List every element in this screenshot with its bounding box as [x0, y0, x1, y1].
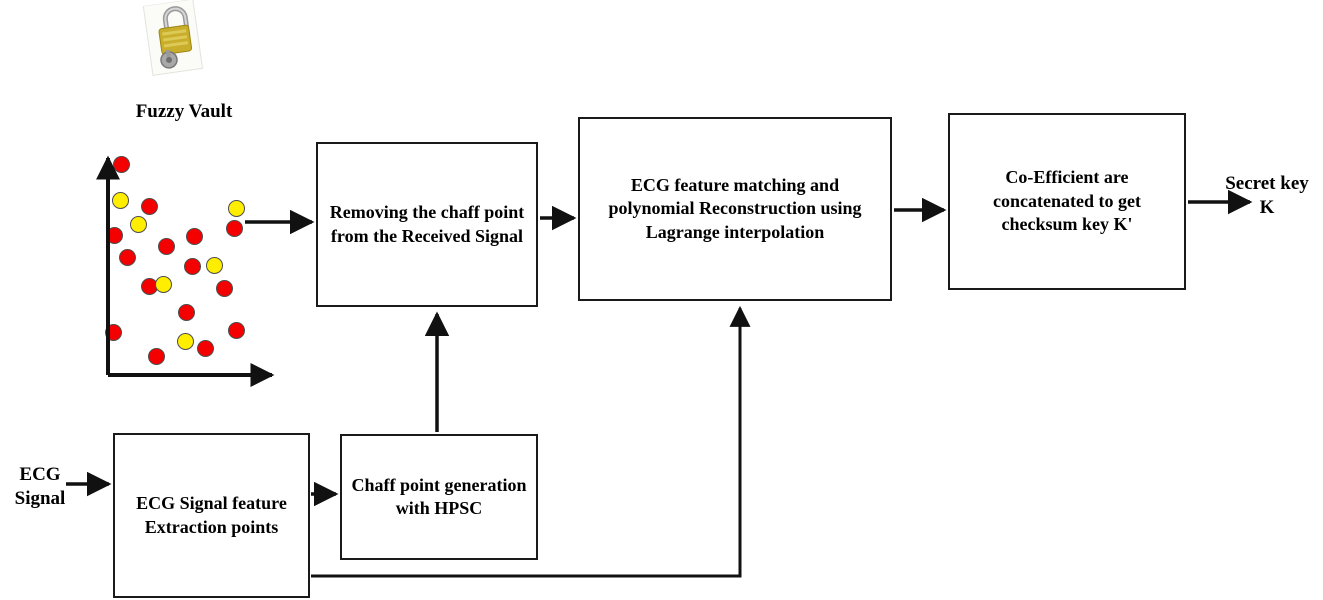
secret-key-output-label: Secret key K	[1225, 173, 1309, 219]
genuine-point-dot	[140, 197, 158, 215]
genuine-point-dot	[196, 339, 214, 357]
genuine-point-dot	[185, 227, 203, 245]
box-chaff-generation[interactable]: Chaff point generation with HPSC	[340, 434, 538, 560]
box-coefficient-concat[interactable]: Co-Efficient are concatenated to get che…	[948, 113, 1186, 290]
genuine-point-dot	[215, 279, 233, 297]
ecg-signal-input-label: ECG Signal	[14, 464, 66, 510]
box-coefficient-concat-label: Co-Efficient are concatenated to get che…	[993, 167, 1141, 235]
chaff-point-dot	[129, 215, 147, 233]
chaff-point-dot	[154, 275, 172, 293]
genuine-point-dot	[177, 303, 195, 321]
box-removing-chaff-label: Removing the chaff point from the Receiv…	[329, 202, 525, 246]
box-ecg-feature-extraction[interactable]: ECG Signal feature Extraction points	[113, 433, 310, 598]
padlock-icon	[141, 0, 206, 78]
genuine-point-dot	[112, 155, 130, 173]
chaff-point-dot	[176, 332, 194, 350]
box-ecg-feature-matching[interactable]: ECG feature matching and polynomial Reco…	[578, 117, 892, 301]
box-ecg-feature-matching-label: ECG feature matching and polynomial Reco…	[608, 174, 862, 242]
chaff-point-dot	[111, 191, 129, 209]
genuine-point-dot	[157, 237, 175, 255]
genuine-point-dot	[183, 257, 201, 275]
chaff-point-dot	[227, 199, 245, 217]
fuzzy-vault-label: Fuzzy Vault	[135, 101, 233, 122]
chaff-point-dot	[205, 256, 223, 274]
genuine-point-dot	[105, 226, 123, 244]
box-removing-chaff[interactable]: Removing the chaff point from the Receiv…	[316, 142, 538, 307]
genuine-point-dot	[225, 219, 243, 237]
genuine-point-dot	[104, 323, 122, 341]
genuine-point-dot	[118, 248, 136, 266]
fuzzy-vault-scatter-plot	[0, 0, 300, 400]
box-ecg-feature-extraction-label: ECG Signal feature Extraction points	[136, 493, 287, 537]
genuine-point-dot	[147, 347, 165, 365]
box-chaff-generation-label: Chaff point generation with HPSC	[351, 474, 527, 518]
genuine-point-dot	[227, 321, 245, 339]
